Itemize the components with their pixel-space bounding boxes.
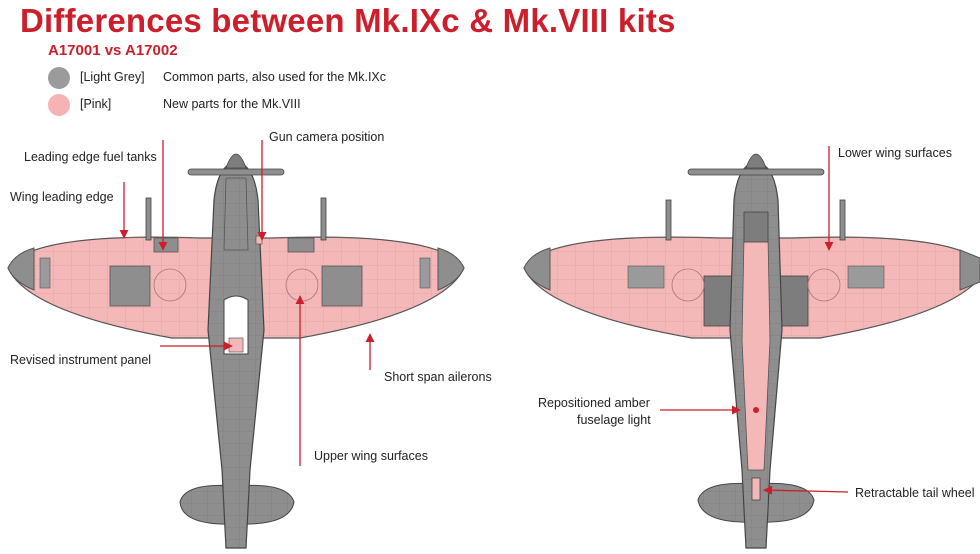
upper-view-aircraft: [7, 153, 465, 549]
callout-revised-instrument-panel: Revised instrument panel: [10, 353, 152, 367]
callout-upper-wing-surfaces: Upper wing surfaces: [314, 449, 428, 463]
pink-swatch-icon: [48, 94, 70, 116]
callout-gun-camera-position: Gun camera position: [269, 130, 385, 144]
lower-view-aircraft: [523, 153, 980, 549]
legend-description: Common parts, also used for the Mk.IXc: [163, 70, 387, 84]
callout-short-span-ailerons: Short span ailerons: [384, 370, 492, 384]
callout-wing-leading-edge: Wing leading edge: [10, 190, 114, 204]
callout-repositioned-amber: Repositioned amber: [538, 396, 650, 410]
callout-leading-edge-fuel-tanks: Leading edge fuel tanks: [24, 150, 157, 164]
legend-tag: [Light Grey]: [80, 70, 145, 84]
page-title: Differences between Mk.IXc & Mk.VIII kit…: [20, 2, 676, 39]
callout-retractable-tail-wheel: Retractable tail wheel: [855, 486, 975, 500]
legend-description: New parts for the Mk.VIII: [163, 97, 301, 111]
callout-arrows: [119, 140, 849, 495]
page-subtitle: A17001 vs A17002: [48, 42, 178, 59]
callout-fuselage-light: fuselage light: [577, 413, 651, 427]
legend-item-grey: [Light Grey] Common parts, also used for…: [48, 66, 386, 90]
grey-swatch-icon: [48, 67, 70, 89]
legend-item-pink: [Pink] New parts for the Mk.VIII: [48, 93, 301, 117]
callout-lower-wing-surfaces: Lower wing surfaces: [838, 146, 952, 160]
legend-tag: [Pink]: [80, 97, 112, 111]
